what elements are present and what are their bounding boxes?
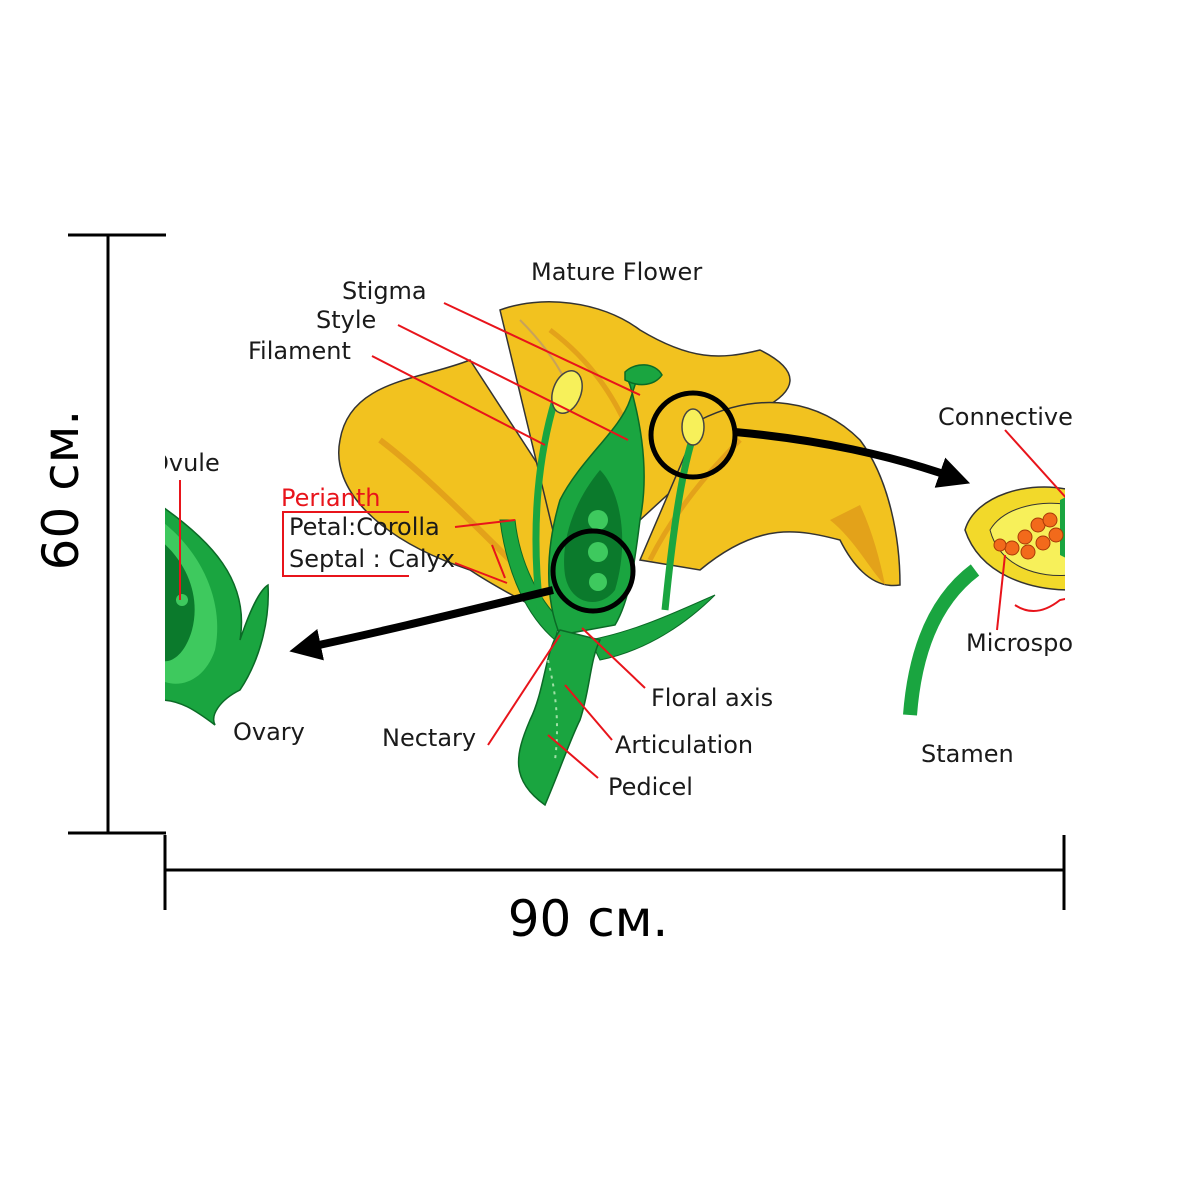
label-filament: Filament <box>248 337 351 365</box>
title-mature-flower: Mature Flower <box>531 258 702 286</box>
label-stigma: Stigma <box>342 277 427 305</box>
arrow-to-ovary <box>289 586 554 661</box>
label-style: Style <box>316 306 376 334</box>
height-dimension: 60 см. <box>32 233 166 835</box>
label-connective: Connective <box>938 403 1073 431</box>
calyx <box>499 519 716 661</box>
label-sepal: Septal : Calyx <box>289 545 455 573</box>
label-floral-axis: Floral axis <box>651 684 773 712</box>
pistil <box>548 364 663 636</box>
leader-lines <box>179 302 1065 779</box>
label-microspore: Microspo <box>966 629 1073 657</box>
label-articulation: Articulation <box>615 731 753 759</box>
pedicel <box>517 629 602 807</box>
label-ovule: Ovule <box>150 449 220 477</box>
height-label: 60 см. <box>32 410 90 571</box>
label-ovary: Ovary <box>233 718 305 746</box>
width-label: 90 см. <box>508 890 669 948</box>
label-nectary: Nectary <box>382 724 476 752</box>
ovary-detail <box>165 507 269 726</box>
label-stamen: Stamen <box>921 740 1014 768</box>
stamen-detail <box>903 486 1065 716</box>
ovary-zoom-circle <box>550 528 636 614</box>
stamens <box>532 370 705 611</box>
label-petal: Petal:Corolla <box>289 513 440 541</box>
width-dimension: 90 см. <box>163 835 1066 948</box>
label-perianth: Perianth <box>281 484 380 512</box>
artwork <box>165 301 1065 807</box>
label-pedicel: Pedicel <box>608 773 693 801</box>
microspores <box>993 512 1064 560</box>
labels: Mature Flower Stigma Style Filament Ovul… <box>150 258 1073 801</box>
arrow-to-stamen <box>734 428 971 488</box>
